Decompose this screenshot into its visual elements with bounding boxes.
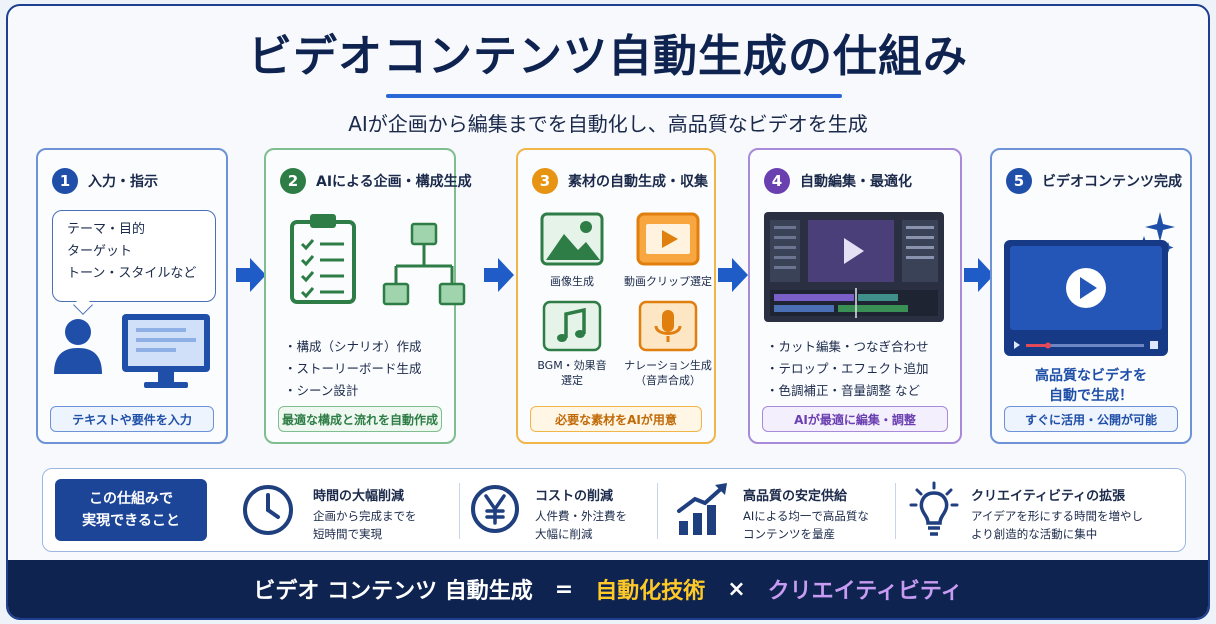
footer-creativity: クリエイティビティ <box>767 579 963 604</box>
benefit-separator <box>895 483 896 539</box>
benefit-desc-line: より創造的な活動に集中 <box>971 527 1098 541</box>
footer-equals: = <box>554 576 574 602</box>
benefits-tag-line: 実現できること <box>82 513 180 529</box>
clipboard-checklist-icon <box>290 214 356 304</box>
step-1-title: 入力・指示 <box>88 174 158 190</box>
benefit-title: 高品質の安定供給 <box>743 489 848 504</box>
step-4-bullet: ・色調補正・音量調整 など <box>766 383 920 398</box>
asset-label-line: BGM・効果音 <box>537 359 607 372</box>
music-note-icon <box>542 300 602 352</box>
bubble-line: ターゲット <box>67 244 133 259</box>
step-4-footer: AIが最適に編集・調整 <box>762 406 948 432</box>
video-editor-icon <box>764 212 944 322</box>
benefit-cost: コストの削減 人件費・外注費を 大幅に削減 <box>463 477 653 545</box>
step-2-number: 2 <box>280 168 306 194</box>
step-2-bullet: ・シーン設計 <box>284 383 359 398</box>
benefit-desc: アイデアを形にする時間を増やし より創造的な活動に集中 <box>971 507 1143 543</box>
result-line: 高品質なビデオを <box>1035 368 1147 384</box>
arrow-right-icon <box>964 258 994 292</box>
lightbulb-icon <box>909 481 959 536</box>
asset-label-image: 画像生成 <box>550 275 594 288</box>
asset-label-narration: ナレーション生成 （音声合成） <box>616 358 720 388</box>
arrow-right-icon <box>484 258 514 292</box>
step-4-title: 自動編集・最適化 <box>800 174 912 190</box>
page-title: ビデオコンテンツ自動生成の仕組み <box>248 31 968 82</box>
benefits-panel: この仕組みで 実現できること 時間の大幅削減 企画から完成までを 短時間で実現 … <box>42 468 1186 552</box>
clock-icon <box>243 485 293 535</box>
benefit-title: 時間の大幅削減 <box>313 489 405 504</box>
microphone-icon <box>638 300 698 352</box>
flowchart-icon <box>382 222 466 306</box>
result-line: 自動で生成！ <box>1049 388 1133 404</box>
benefit-desc-line: コンテンツを量産 <box>743 527 835 541</box>
asset-label-bgm: BGM・効果音 選定 <box>524 358 620 388</box>
benefit-desc-line: 短時間で実現 <box>313 527 382 541</box>
footer-times: × <box>727 576 746 602</box>
user-icon <box>54 319 102 374</box>
asset-label-video: 動画クリップ選定 <box>624 275 712 288</box>
step-1-card: 1 入力・指示 テーマ・目的 ターゲット トーン・スタイルなど テキストや要件を… <box>36 148 228 444</box>
benefits-tag-line: この仕組みで <box>89 491 173 507</box>
arrow-right-icon <box>236 258 266 292</box>
step-5-card: 5 ビデオコンテンツ完成 高品質なビデオを 自動で生成！ すぐに活用・公開が可能 <box>990 148 1192 444</box>
result-text: 高品質なビデオを 自動で生成！ <box>992 366 1190 406</box>
monitor-icon <box>122 314 210 388</box>
benefit-title: コストの削減 <box>535 489 614 504</box>
benefit-separator <box>657 483 658 539</box>
benefit-creativity: クリエイティビティの拡張 アイデアを形にする時間を増やし より創造的な活動に集中 <box>905 477 1181 545</box>
footer-banner: ビデオ コンテンツ 自動生成 = 自動化技術 × クリエイティビティ <box>8 560 1208 618</box>
growth-chart-icon <box>677 483 727 535</box>
step-3-card: 3 素材の自動生成・収集 画像生成 動画クリップ選定 BGM・効果音 選定 <box>516 148 716 444</box>
footer-tech: 自動化技術 <box>595 579 706 604</box>
step-2-bullet: ・構成（シナリオ）作成 <box>284 339 422 354</box>
step-2-title: AIによる企画・構成生成 <box>316 174 472 190</box>
asset-label-line: ナレーション生成 <box>624 359 712 372</box>
step-5-number: 5 <box>1006 168 1032 194</box>
asset-label-line: （音声合成） <box>635 374 701 387</box>
bubble-line: トーン・スタイルなど <box>67 266 197 281</box>
video-player-icon <box>1004 240 1168 356</box>
footer-subject: ビデオ コンテンツ 自動生成 <box>253 579 533 604</box>
benefit-desc: AIによる均一で高品質な コンテンツを量産 <box>743 507 869 543</box>
benefit-desc-line: 企画から完成までを <box>313 509 417 523</box>
benefit-desc: 企画から完成までを 短時間で実現 <box>313 507 417 543</box>
step-4-bullet: ・テロップ・エフェクト追加 <box>766 361 929 376</box>
benefit-desc: 人件費・外注費を 大幅に削減 <box>535 507 627 543</box>
step-5-footer: すぐに活用・公開が可能 <box>1004 406 1178 432</box>
step-1-number: 1 <box>52 168 78 194</box>
benefit-desc-line: 大幅に削減 <box>535 527 593 541</box>
bubble-line: テーマ・目的 <box>67 222 146 237</box>
benefit-desc-line: AIによる均一で高品質な <box>743 509 869 523</box>
asset-label-line: 選定 <box>561 374 583 387</box>
step-5-title: ビデオコンテンツ完成 <box>1042 174 1182 190</box>
arrow-right-icon <box>718 258 748 292</box>
step-3-number: 3 <box>532 168 558 194</box>
step-2-footer: 最適な構成と流れを自動作成 <box>278 406 442 432</box>
step-4-number: 4 <box>764 168 790 194</box>
step-1-footer: テキストや要件を入力 <box>50 406 214 432</box>
infographic-frame: ビデオコンテンツ自動生成の仕組み AIが企画から編集までを自動化し、高品質なビデ… <box>6 4 1210 620</box>
step-3-title: 素材の自動生成・収集 <box>568 174 708 190</box>
image-icon <box>540 212 604 266</box>
benefit-desc-line: アイデアを形にする時間を増やし <box>971 509 1144 523</box>
benefit-title: クリエイティビティの拡張 <box>971 489 1126 504</box>
step-4-card: 4 自動編集・最適化 ・カット編集・つなぎ合わせ ・テロップ・エフェクト追加 ・… <box>748 148 962 444</box>
input-speech-bubble: テーマ・目的 ターゲット トーン・スタイルなど <box>52 210 216 302</box>
yen-icon <box>471 485 519 533</box>
step-3-footer: 必要な素材をAIが用意 <box>530 406 702 432</box>
benefit-separator <box>459 483 460 539</box>
video-clip-icon <box>636 212 700 266</box>
benefit-desc-line: 人件費・外注費を <box>535 509 627 523</box>
benefit-quality: 高品質の安定供給 AIによる均一で高品質な コンテンツを量産 <box>669 477 899 545</box>
step-2-bullet: ・ストーリーボード生成 <box>284 361 422 376</box>
benefits-tag: この仕組みで 実現できること <box>55 479 207 541</box>
page-subtitle: AIが企画から編集までを自動化し、高品質なビデオを生成 <box>348 112 868 136</box>
step-2-card: 2 AIによる企画・構成生成 ・構成（シナリオ <box>264 148 472 444</box>
step-4-bullet: ・カット編集・つなぎ合わせ <box>766 339 929 354</box>
title-underline <box>386 94 842 98</box>
benefit-time: 時間の大幅削減 企画から完成までを 短時間で実現 <box>231 477 451 545</box>
